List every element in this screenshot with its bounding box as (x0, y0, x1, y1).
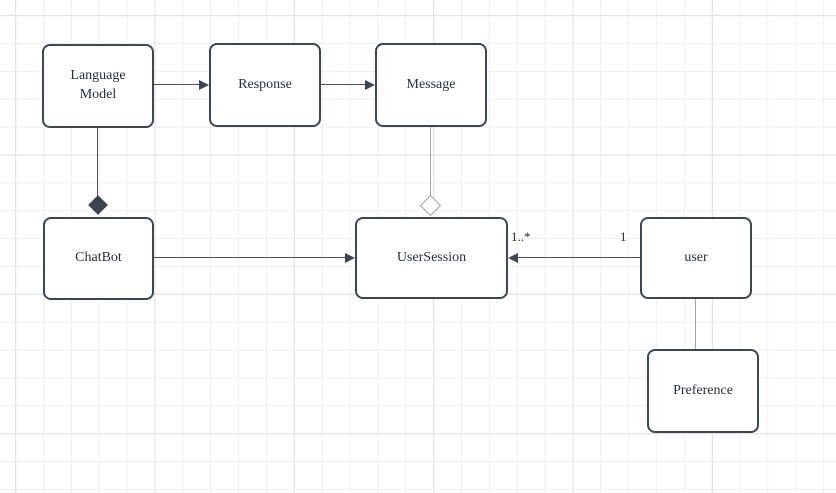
node-response[interactable]: Response (209, 43, 321, 127)
node-usersession[interactable]: UserSession (355, 217, 508, 299)
edge-user-usersession[interactable] (517, 257, 640, 258)
node-chatbot[interactable]: ChatBot (43, 217, 154, 300)
node-user[interactable]: user (640, 217, 752, 299)
edge-user-preference[interactable] (695, 299, 696, 349)
node-label: Response (238, 76, 292, 92)
arrowhead-icon (508, 253, 518, 263)
node-label: ChatBot (75, 250, 122, 266)
node-preference[interactable]: Preference (647, 349, 759, 433)
edge-chatbot-usersession[interactable] (154, 257, 346, 258)
composition-diamond-icon (88, 195, 108, 215)
node-label: UserSession (396, 249, 467, 265)
node-language-model[interactable]: Language Model (42, 44, 154, 128)
node-label: Message (406, 76, 456, 92)
edge-languagemodel-response[interactable] (154, 84, 200, 85)
edge-response-message[interactable] (321, 84, 366, 85)
arrowhead-icon (199, 80, 209, 90)
multiplicity-label-target: 1..* (511, 229, 531, 244)
node-label: Language Model (70, 68, 126, 102)
multiplicity-label-source: 1 (620, 229, 627, 244)
arrowhead-icon (345, 253, 355, 263)
node-label: Preference (673, 382, 733, 398)
node-message[interactable]: Message (375, 43, 487, 127)
edge-languagemodel-chatbot[interactable] (97, 128, 98, 198)
aggregation-diamond-icon (419, 194, 442, 217)
edge-message-usersession[interactable] (430, 127, 431, 198)
node-label: user (684, 249, 708, 265)
arrowhead-icon (365, 80, 375, 90)
